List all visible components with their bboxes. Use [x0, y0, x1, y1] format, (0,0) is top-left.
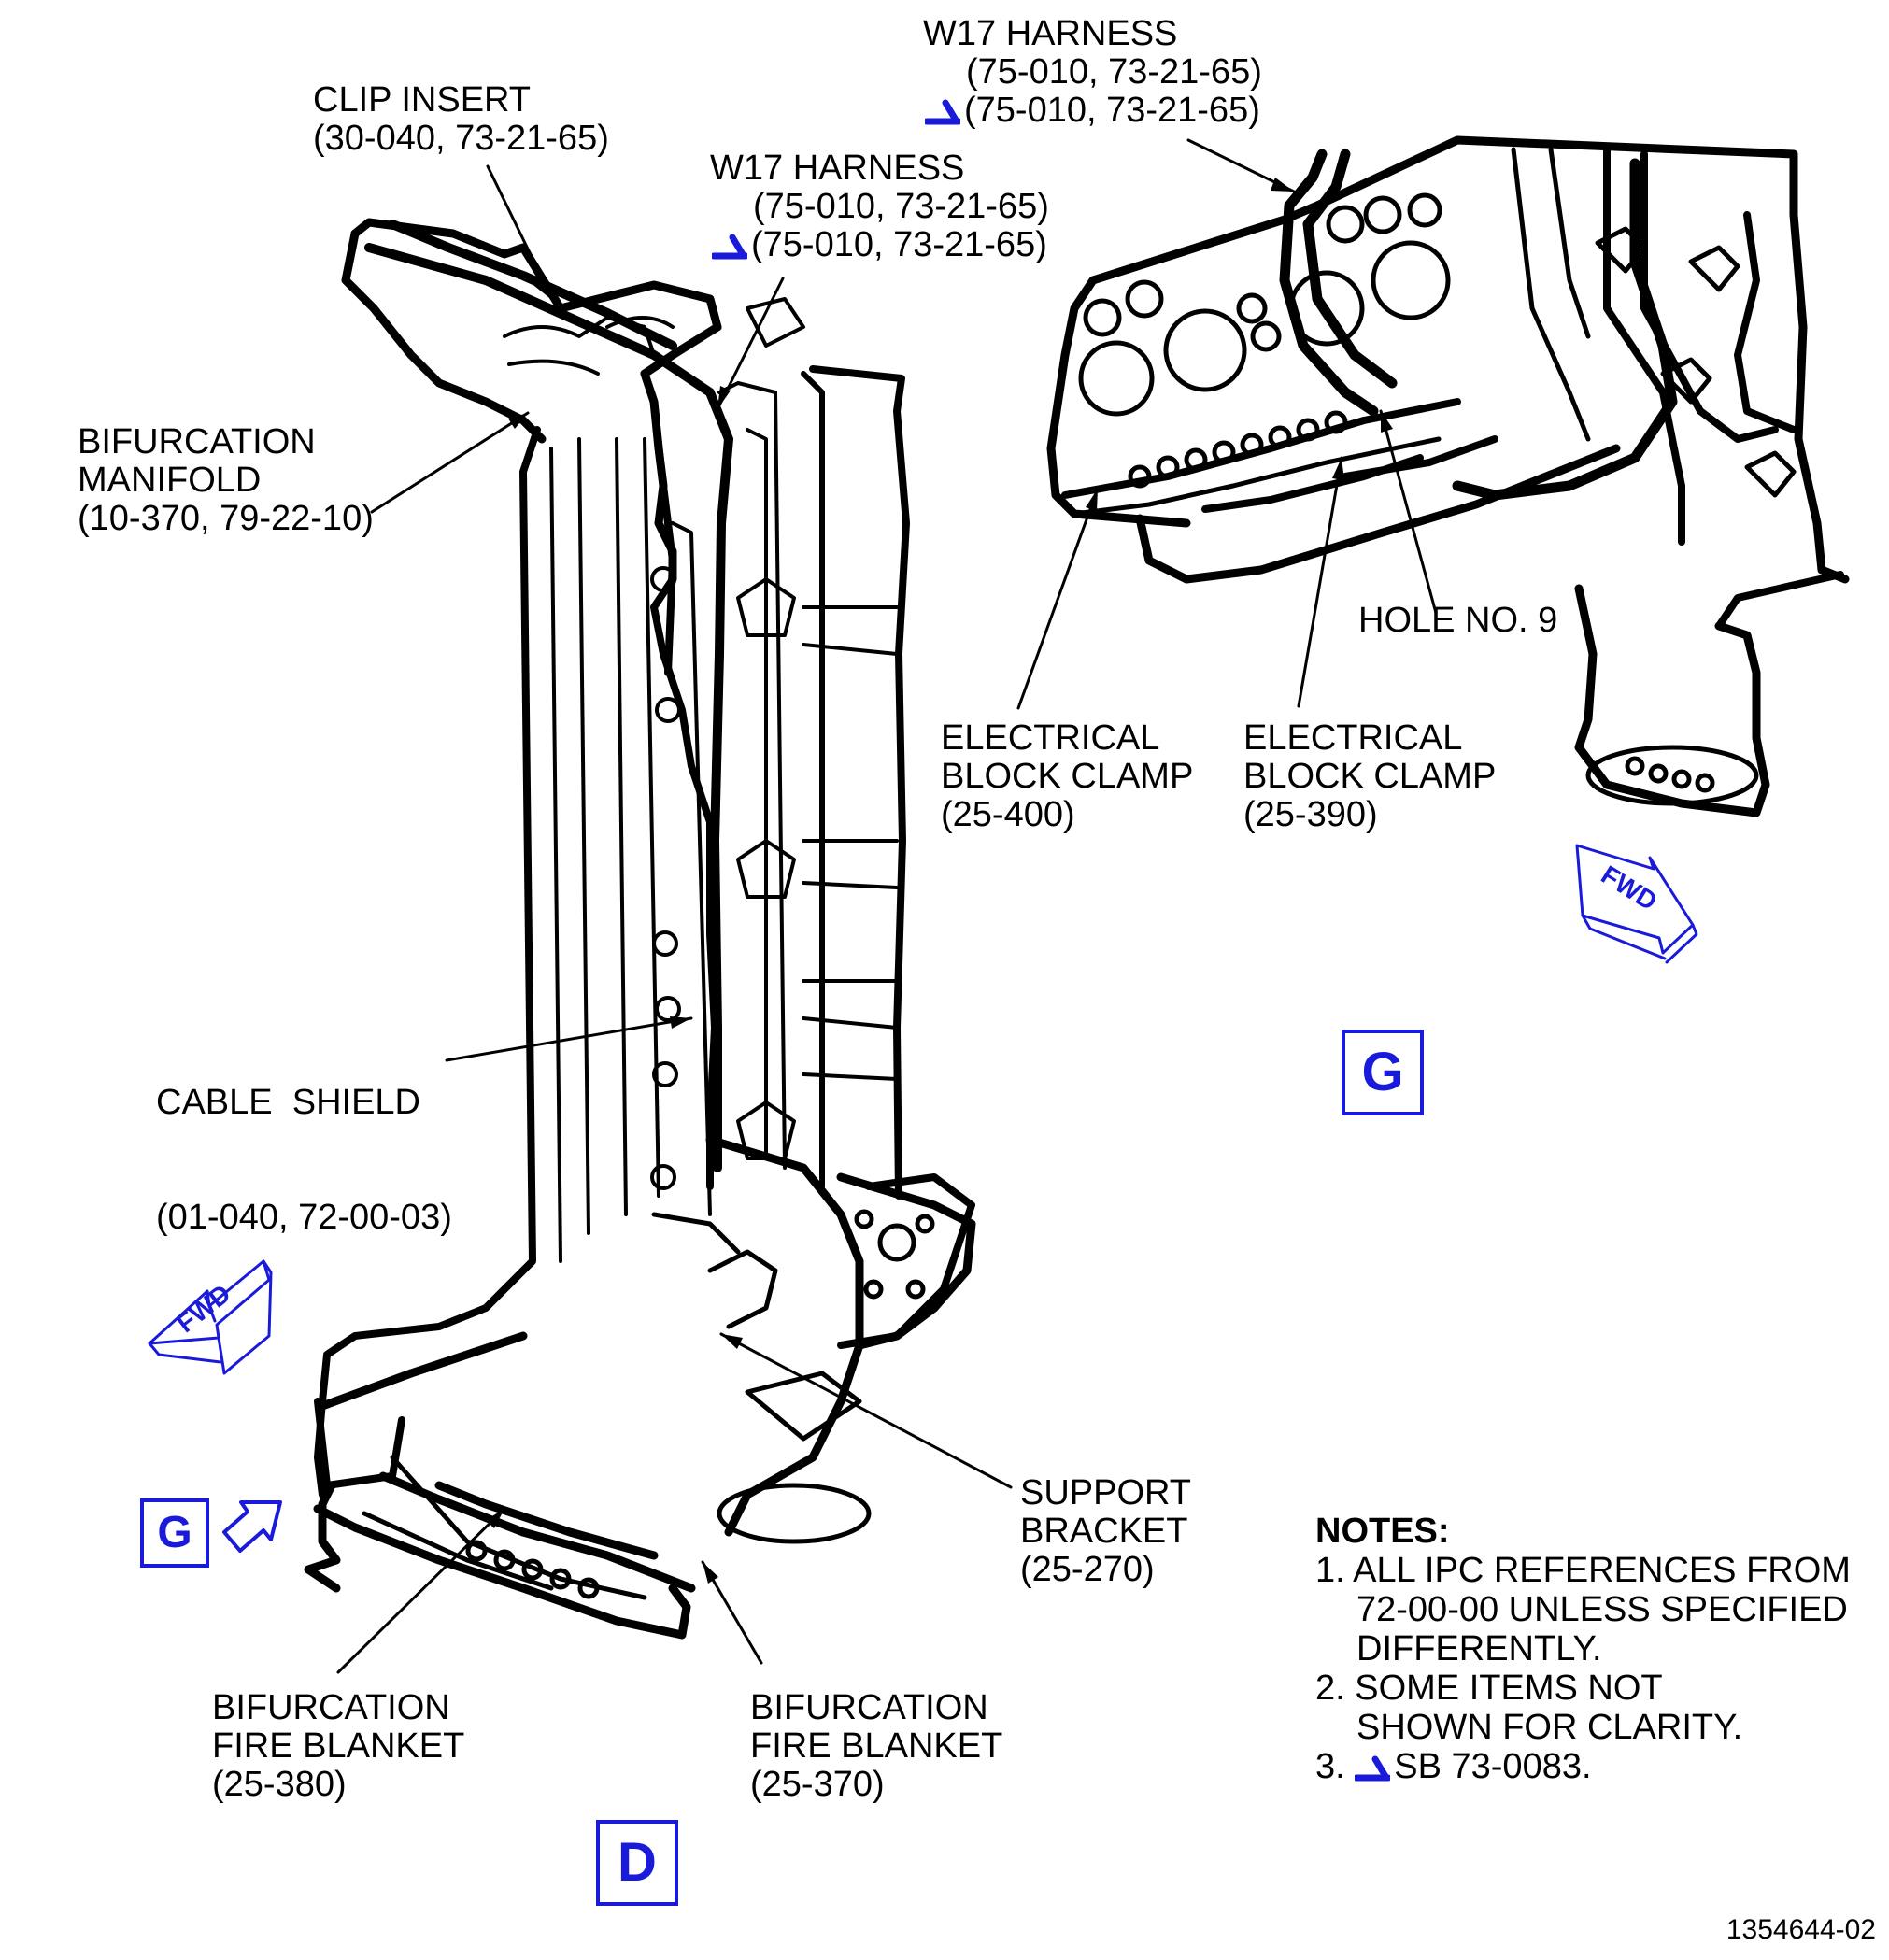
w17-harness-mid-label: W17 HARNESS (75-010, 73-21-65) (75-010, … — [710, 149, 1049, 264]
view-g-assembly — [1046, 135, 1850, 817]
view-arrow-icon — [222, 1500, 282, 1553]
cable-shield-label: CABLE SHIELD (01-040, 72-00-03) — [156, 1083, 452, 1237]
w17-harness-left — [364, 220, 733, 1172]
clip-insert-label: CLIP INSERT (30-040, 73-21-65) — [313, 80, 609, 158]
electrical-block-clamp-400-label: ELECTRICAL BLOCK CLAMP (25-400) — [941, 718, 1194, 834]
fwd-arrow-icon — [148, 1259, 273, 1375]
fire-blanket-370-label: BIFURCATION FIRE BLANKET (25-370) — [750, 1688, 1003, 1804]
notes-title: NOTES: — [1315, 1512, 1450, 1551]
leader-lines — [336, 138, 1438, 1674]
support-bracket-label: SUPPORT BRACKET (25-270) — [1020, 1473, 1192, 1589]
notes-block: NOTES: 1. ALL IPC REFERENCES FROM 72-00-… — [1315, 1512, 1851, 1786]
electrical-block-clamp-390-label: ELECTRICAL BLOCK CLAMP (25-390) — [1243, 718, 1497, 834]
view-g-main-box: G — [1342, 1030, 1424, 1115]
w17-harness-top-label: W17 HARNESS (75-010, 73-21-65) (75-010, … — [923, 14, 1262, 130]
fwd-arrow-icon — [1575, 844, 1698, 964]
note-1-cont: 72-00-00 UNLESS SPECIFIED — [1356, 1590, 1848, 1629]
note-2: 2. SOME ITEMS NOT — [1315, 1669, 1663, 1708]
note-2-cont: SHOWN FOR CLARITY. — [1356, 1708, 1743, 1747]
note-3: 3. SB 73-0083. — [1315, 1747, 1592, 1786]
effectivity-flag-icon — [712, 234, 747, 260]
view-g-callout-box: G — [140, 1498, 209, 1568]
hole-no-9-label: HOLE NO. 9 — [1358, 601, 1558, 640]
effectivity-flag-icon — [925, 99, 960, 125]
bifurcation-manifold-label: BIFURCATION MANIFOLD (10-370, 79-22-10) — [78, 422, 374, 538]
bifurcation-duct — [314, 218, 910, 1498]
drawing-number: 1354644-02 — [1726, 1914, 1876, 1945]
fire-blanket-380-label: BIFURCATION FIRE BLANKET (25-380) — [212, 1688, 465, 1804]
note-1: 1. ALL IPC REFERENCES FROM — [1315, 1551, 1851, 1590]
note-1-cont2: DIFFERENTLY. — [1356, 1629, 1602, 1669]
effectivity-flag-icon — [1355, 1755, 1391, 1782]
view-d-box: D — [596, 1820, 678, 1906]
lower-base — [304, 1135, 976, 1640]
